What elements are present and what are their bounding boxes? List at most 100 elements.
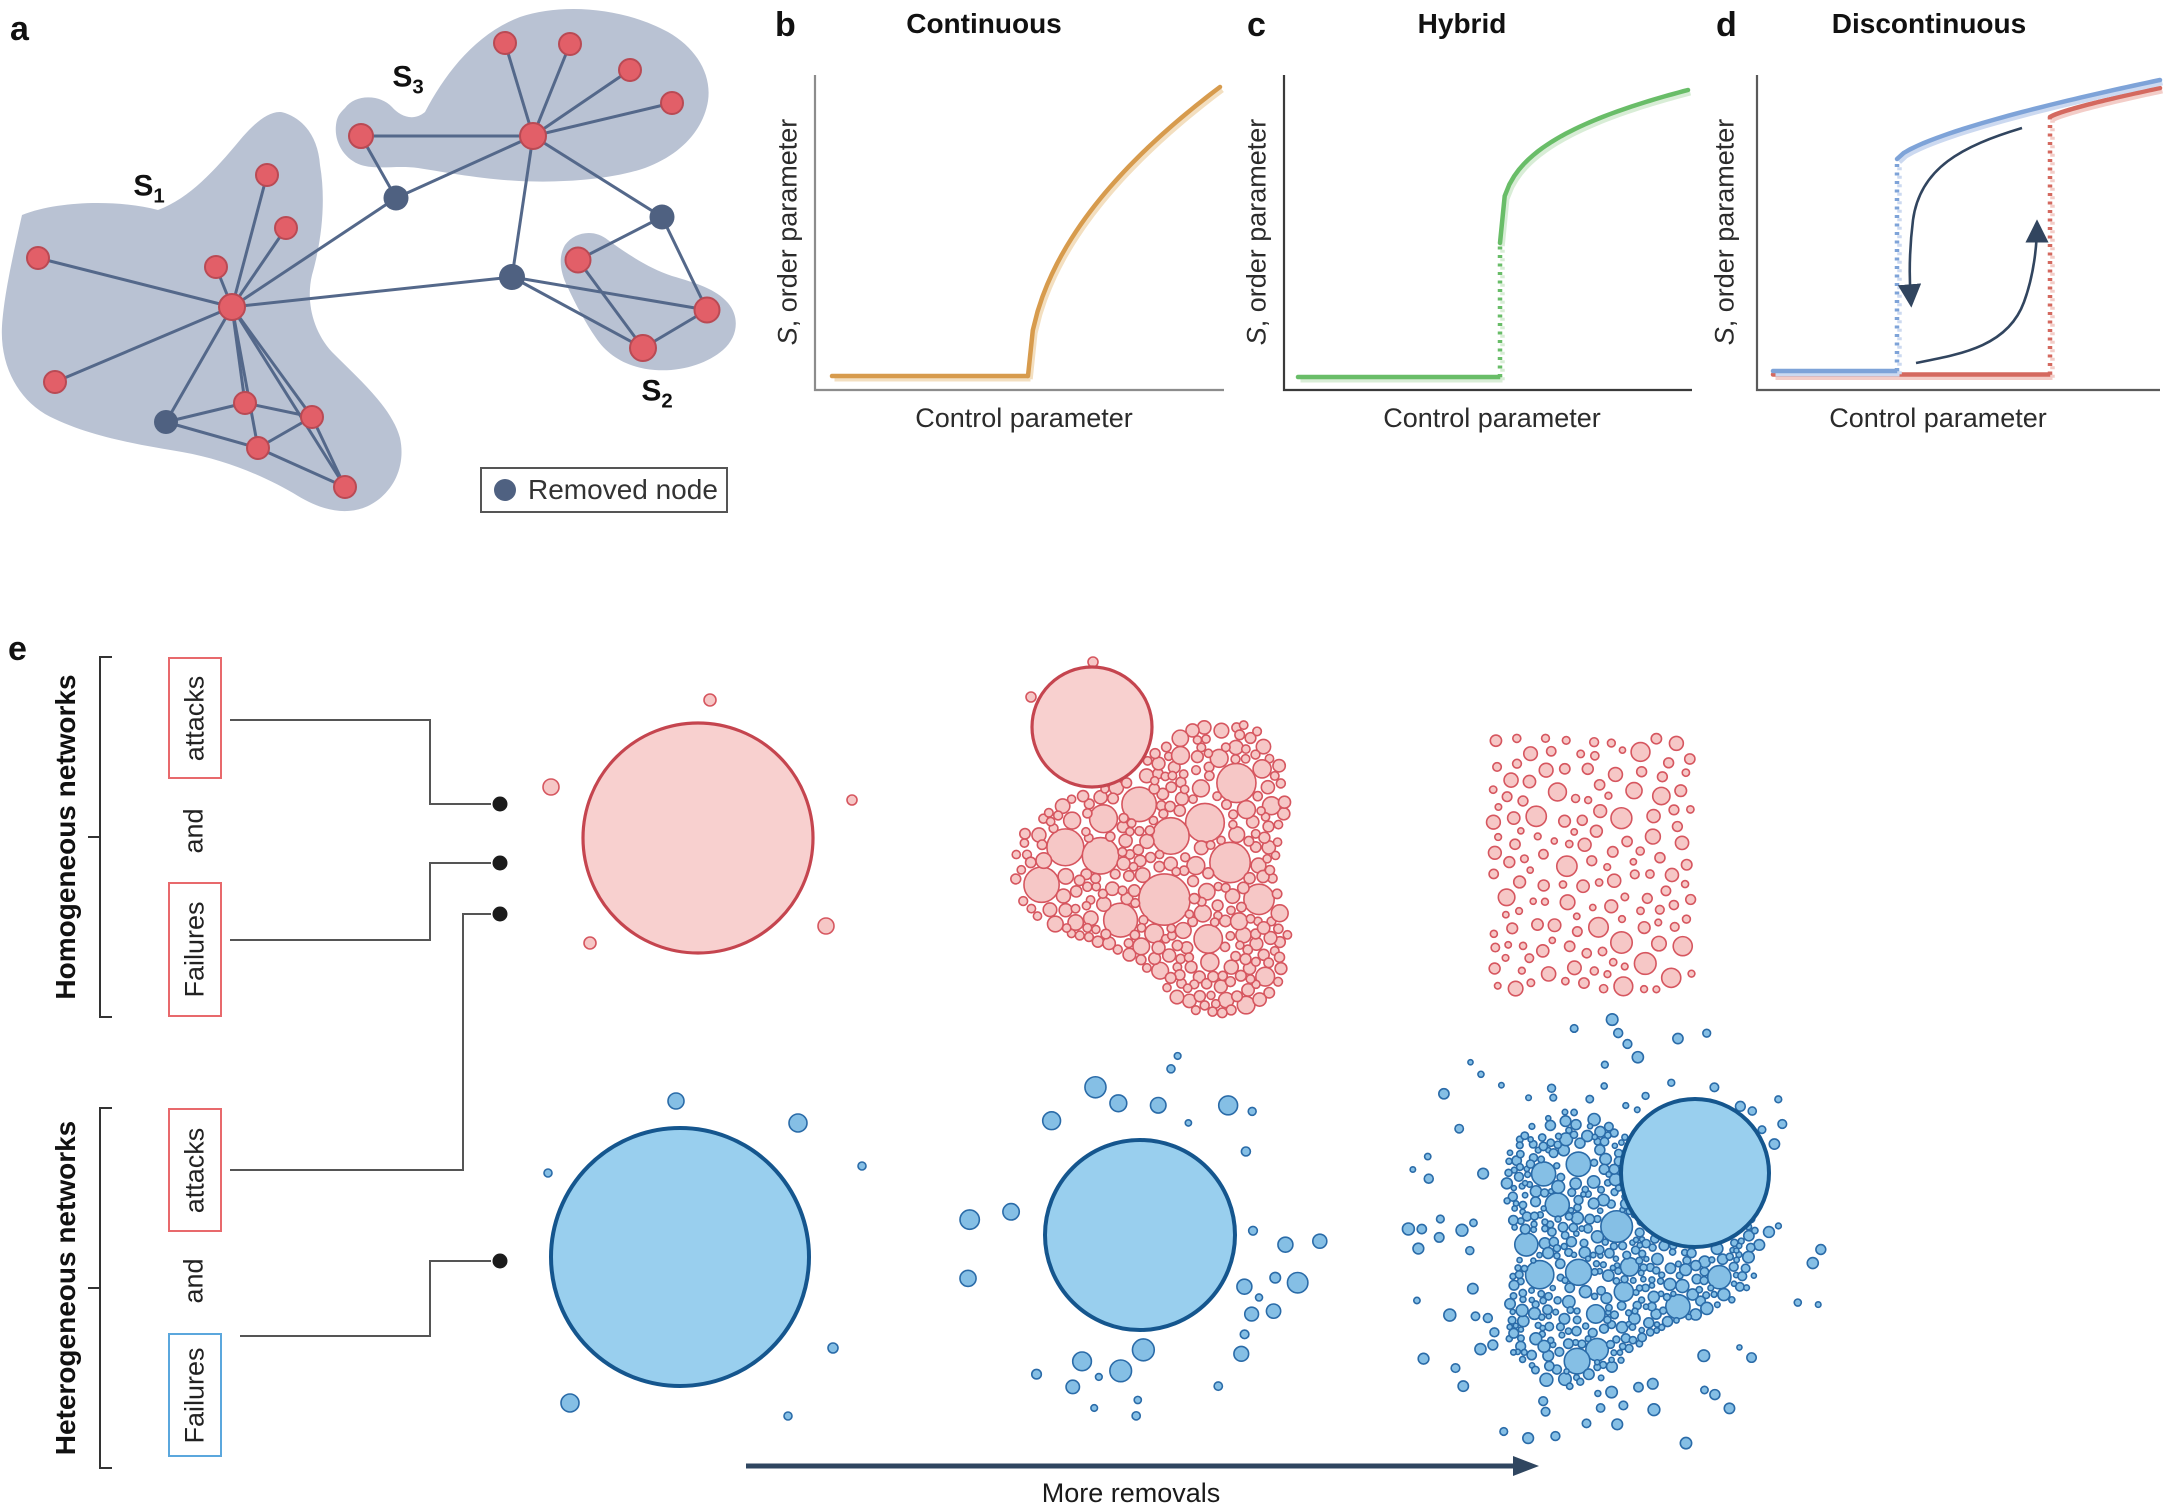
component-bubble [1510,1184,1518,1192]
component-bubble [1553,1252,1561,1260]
component-bubble [1667,1078,1676,1087]
removed-node [649,204,675,230]
component-bubble [1581,947,1593,959]
component-bubble [1672,935,1694,957]
component-bubble [1581,1322,1590,1330]
component-bubble [959,1269,977,1288]
component-bubble [1601,1269,1615,1282]
component-bubble [1733,1247,1740,1254]
component-bubble [1178,769,1189,780]
component-bubble [1566,960,1582,976]
component-bubble [1587,1112,1601,1127]
component-bubble [1438,1087,1450,1100]
component-bubble [1503,1197,1511,1205]
component-bubble [1474,1342,1487,1356]
component-bubble [1090,872,1102,884]
component-bubble [1493,832,1503,842]
component-bubble [1569,1177,1583,1190]
component-bubble [1641,1091,1650,1101]
component-bubble [1514,1269,1524,1280]
component-bubble [1057,867,1075,885]
component-bubble [1197,882,1216,901]
component-bubble [1443,1308,1457,1322]
component-bubble [1240,753,1251,764]
component-bubble [1564,1211,1574,1221]
component-bubble [1081,836,1120,875]
component-bubble [1243,835,1255,847]
component-bubble [1081,826,1091,837]
component-bubble [1527,1136,1535,1143]
component-bubble [1621,835,1633,848]
component-bubble [1590,1292,1599,1301]
component-bubble [1604,791,1613,800]
component-bubble [1662,1292,1672,1302]
component-bubble [1642,1317,1655,1329]
component-bubble [1610,806,1633,830]
component-bubble [1504,940,1513,949]
component-bubble [1203,770,1215,782]
component-bubble [1171,939,1184,952]
component-bubble [1636,906,1645,916]
component-bubble [1067,914,1085,931]
component-bubble [1646,1377,1659,1390]
component-bubble [1563,940,1576,953]
component-bubble [1593,778,1606,791]
component-bubble [1507,1214,1519,1226]
panel-a-letter: a [10,10,29,48]
component-bubble [1560,1242,1568,1251]
network-edge [230,174,269,308]
component-bubble [1603,1121,1614,1132]
component-bubble [1488,868,1500,880]
component-bubble [1629,857,1638,866]
component-bubble [1589,824,1604,838]
component-bubble [1220,882,1231,893]
network-edge [165,420,259,450]
component-bubble [1564,1282,1576,1294]
component-bubble [1165,781,1178,794]
component-bubble [1192,735,1203,745]
component-bubble [1633,1106,1641,1114]
component-bubble [1509,1308,1517,1316]
component-bubble [1594,878,1604,887]
component-bubble [1106,792,1120,805]
component-bubble [1517,966,1527,975]
component-bubble [1531,1300,1540,1309]
axes-panel-b [813,75,1224,392]
component-bubble [1593,1358,1601,1366]
group-bracket [99,1107,112,1469]
component-bubble [1217,970,1229,982]
component-bubble [1578,1284,1593,1299]
component-bubble [1674,784,1688,798]
component-bubble [1539,1188,1550,1198]
component-bubble [1578,1225,1586,1233]
bubble-cluster-homogeneous-middle [1010,656,1293,1019]
component-bubble [1550,1430,1561,1442]
component-bubble [1635,846,1646,856]
component-bubble [1506,1149,1514,1157]
component-bubble [1613,976,1634,997]
component-bubble [1597,946,1608,957]
component-bubble [1702,1028,1712,1038]
component-bubble [1573,1307,1581,1315]
component-bubble [1243,871,1256,885]
curve-forward-branch [2047,85,2163,120]
component-bubble [1207,970,1220,983]
component-bubble [1126,818,1137,829]
component-bubble [1516,827,1525,835]
component-bubble [1501,910,1510,919]
component-bubble [1134,825,1145,837]
component-bubble [1645,1327,1655,1337]
connector-dot [492,855,508,871]
component-bubble [1668,735,1685,752]
component-bubble [1687,969,1696,978]
component-bubble [1515,1149,1525,1159]
component-bubble [1238,720,1249,731]
component-bubble [1173,1051,1182,1061]
component-bubble [1465,1245,1475,1256]
network-node [255,163,279,187]
component-bubble [1247,1225,1259,1236]
component-bubble [1076,789,1090,803]
component-bubble [1109,868,1121,880]
component-bubble [1273,951,1286,964]
component-bubble [1518,941,1528,951]
